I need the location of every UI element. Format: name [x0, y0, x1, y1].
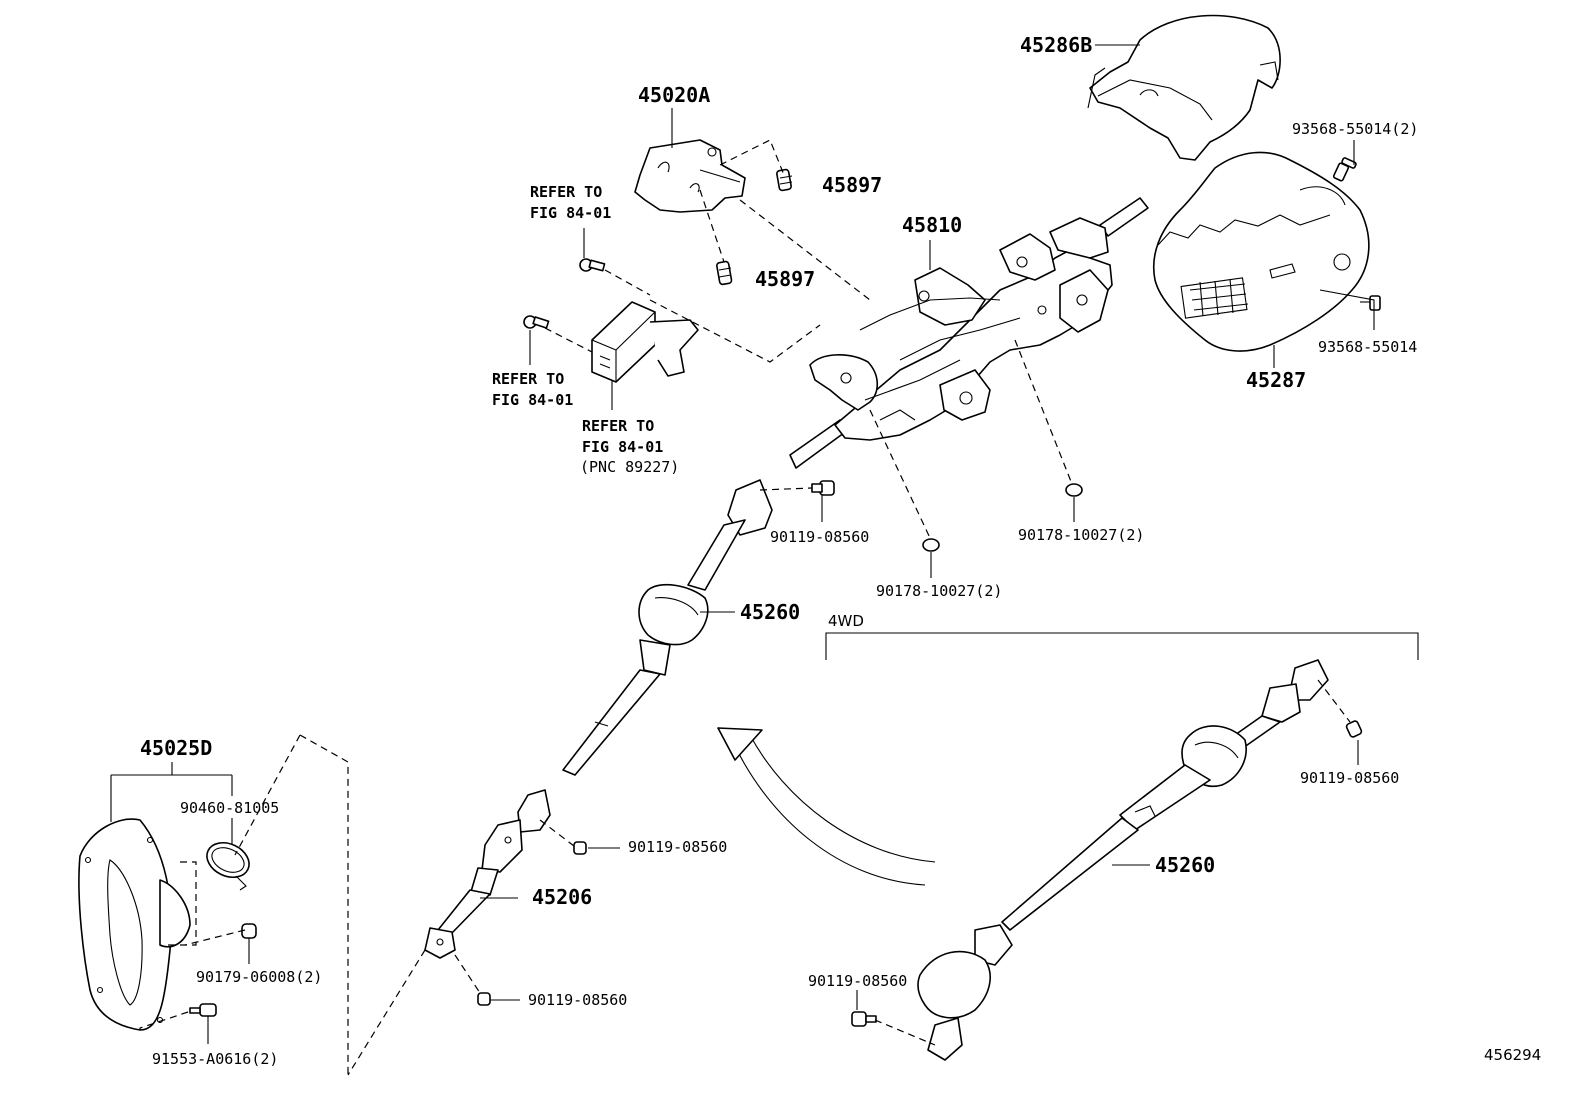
label-90179-06008: 90179-06008(2)	[196, 968, 322, 986]
label-4wd: 4WD	[828, 612, 864, 630]
ecu-module-89227[interactable]	[591, 301, 699, 383]
clamp-90460-81005[interactable]	[201, 836, 254, 891]
4wd-bracket	[825, 632, 1419, 660]
bolt-90119-08560-mid[interactable]	[573, 841, 587, 855]
steering-joint-45206[interactable]	[424, 789, 551, 959]
ref-3-line-3: (PNC 89227)	[580, 458, 679, 476]
nut-90178-10027-a[interactable]	[1065, 483, 1083, 497]
label-45260-4wd: 45260	[1155, 853, 1215, 877]
bolt-90119-08560-4wd-lower[interactable]	[851, 1011, 877, 1027]
screw-93568-55014-2[interactable]	[1332, 157, 1357, 182]
label-93568-55014: 93568-55014	[1318, 338, 1417, 356]
label-45897-upper: 45897	[822, 173, 882, 197]
label-90119-08560-lower: 90119-08560	[528, 991, 627, 1009]
assembly-guide-lines	[139, 139, 1351, 1076]
label-45260-main: 45260	[740, 600, 800, 624]
column-hole-cover-45025D[interactable]	[78, 818, 191, 1031]
label-45020A: 45020A	[638, 83, 710, 107]
column-bracket-45020A[interactable]	[634, 139, 746, 213]
label-45206: 45206	[532, 885, 592, 909]
bolt-45897-lower[interactable]	[716, 260, 733, 286]
screw-refer-fig-84-01-b[interactable]	[523, 315, 550, 329]
intermediate-shaft-45260-4wd[interactable]	[917, 659, 1329, 1061]
label-45286B: 45286B	[1020, 33, 1092, 57]
ref-3-line-2: FIG 84-01	[582, 438, 663, 456]
ref-1-line-1: REFER TO	[530, 183, 602, 201]
label-45897-lower: 45897	[755, 267, 815, 291]
label-93568-55014-2: 93568-55014(2)	[1292, 120, 1418, 138]
label-90119-08560-4wd-upper: 90119-08560	[1300, 769, 1399, 787]
variant-arrow	[717, 727, 936, 886]
ref-3-line-1: REFER TO	[582, 417, 654, 435]
bolt-90119-08560-4wd-upper[interactable]	[1345, 720, 1363, 738]
steering-column-assembly-45810[interactable]	[789, 197, 1149, 469]
intermediate-shaft-45260[interactable]	[562, 479, 773, 776]
label-91553-A0616: 91553-A0616(2)	[152, 1050, 278, 1068]
nut-90179-06008[interactable]	[241, 923, 257, 939]
label-45025D: 45025D	[140, 736, 212, 760]
label-90178-10027-b: 90178-10027(2)	[876, 582, 1002, 600]
label-90460-81005: 90460-81005	[180, 799, 279, 817]
screw-refer-fig-84-01-a[interactable]	[579, 258, 606, 272]
nut-90178-10027-b[interactable]	[922, 538, 940, 552]
bolt-91553-A0616[interactable]	[189, 1003, 217, 1017]
label-90178-10027-a: 90178-10027(2)	[1018, 526, 1144, 544]
label-90119-08560-upper: 90119-08560	[770, 528, 869, 546]
bolt-45897-upper[interactable]	[776, 168, 793, 192]
upper-column-cover-45286B[interactable]	[1087, 14, 1281, 161]
ref-2-line-2: FIG 84-01	[492, 391, 573, 409]
label-90119-08560-4wd-lower: 90119-08560	[808, 972, 907, 990]
lower-column-cover-45287[interactable]	[1153, 151, 1370, 352]
leader-lines	[110, 44, 1375, 1044]
bolt-90119-08560-lower[interactable]	[477, 992, 491, 1006]
label-45287: 45287	[1246, 368, 1306, 392]
diagram-id: 456294	[1484, 1046, 1541, 1064]
ref-1-line-2: FIG 84-01	[530, 204, 611, 222]
ref-2-line-1: REFER TO	[492, 370, 564, 388]
bolt-90119-08560-upper[interactable]	[811, 480, 835, 496]
label-90119-08560-mid: 90119-08560	[628, 838, 727, 856]
label-45810: 45810	[902, 213, 962, 237]
